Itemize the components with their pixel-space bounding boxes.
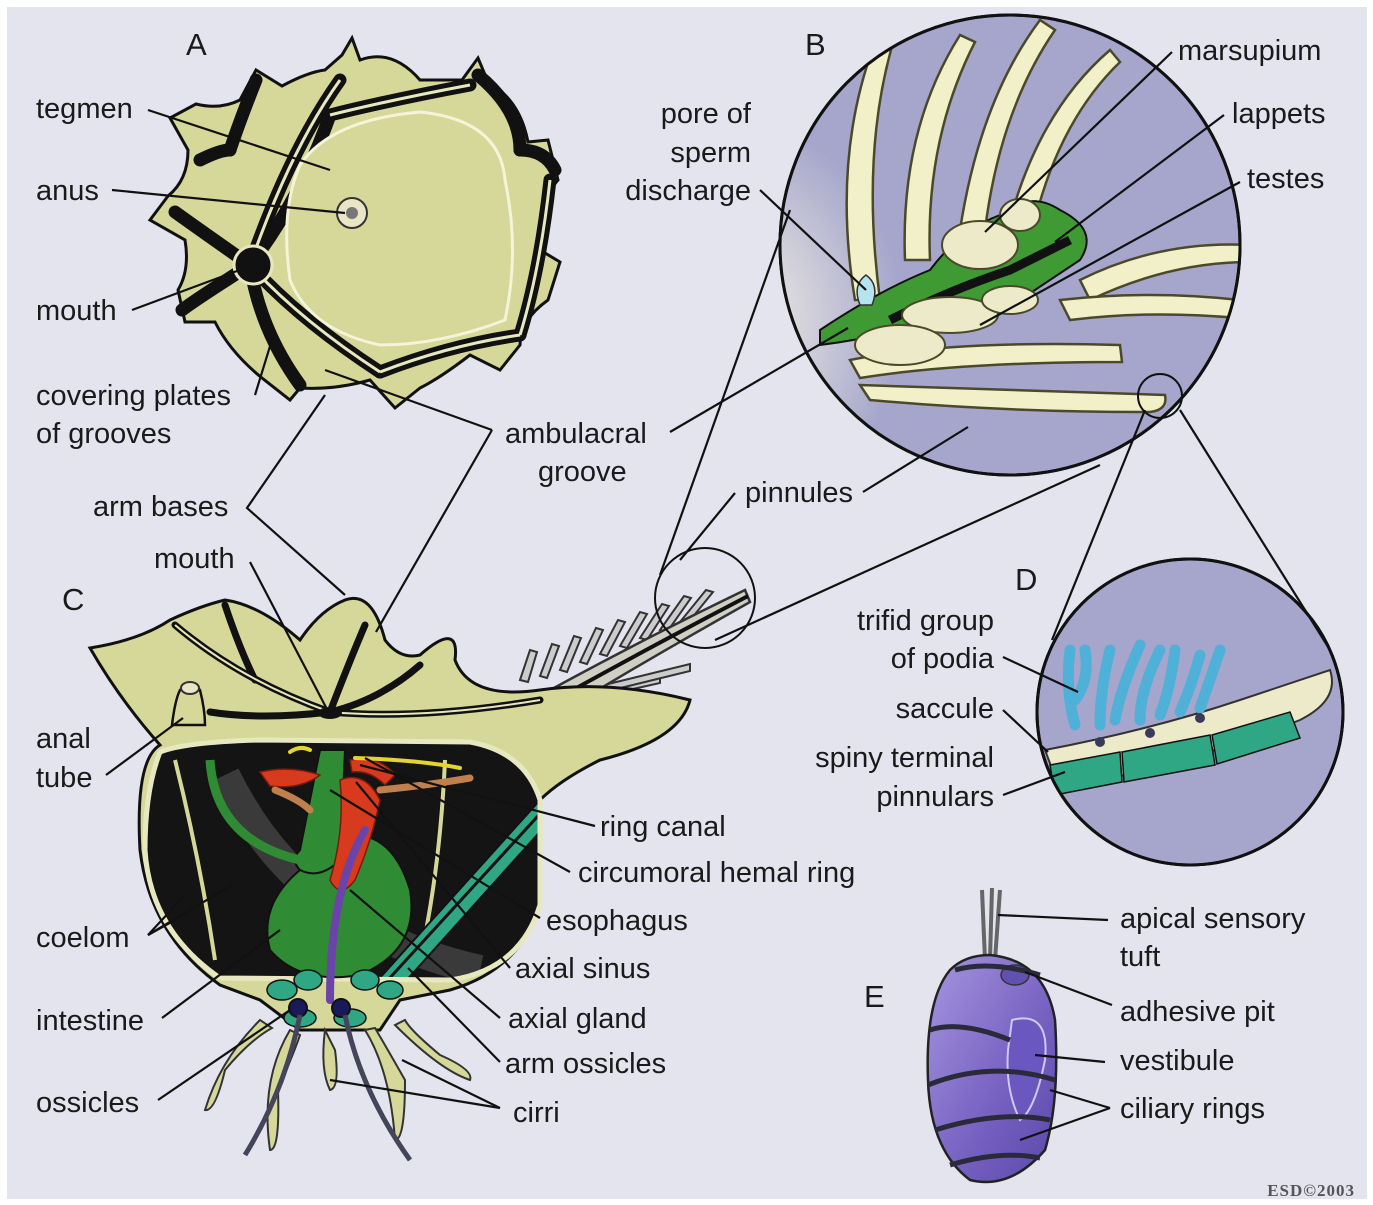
label-trifid-2: of podia: [891, 643, 995, 675]
mouth-drawing: [234, 246, 272, 284]
label-hemal-ring: circumoral hemal ring: [578, 857, 855, 889]
tegmen-plate: [287, 112, 513, 345]
label-saccule: saccule: [896, 693, 994, 725]
label-arm-bases: arm bases: [93, 491, 228, 523]
label-spiny-1: spiny terminal: [815, 742, 994, 774]
label-anus: anus: [36, 175, 99, 207]
label-intestine: intestine: [36, 1005, 144, 1037]
label-marsupium: marsupium: [1178, 35, 1321, 67]
label-coelom: coelom: [36, 922, 130, 954]
label-axial-sinus: axial sinus: [515, 953, 650, 985]
panel-letter-a: A: [186, 27, 207, 62]
label-ossicles: ossicles: [36, 1087, 139, 1119]
label-pore-1: pore of: [661, 98, 752, 130]
label-tegmen: tegmen: [36, 93, 133, 125]
label-cirri: cirri: [513, 1097, 560, 1129]
anus-opening: [346, 207, 358, 219]
label-pinnules: pinnules: [745, 477, 853, 509]
label-ring-canal: ring canal: [600, 811, 726, 843]
label-covering-2: of grooves: [36, 418, 171, 450]
label-spiny-2: pinnulars: [876, 781, 994, 813]
panel-letter-c: C: [62, 582, 84, 617]
panel-letter-b: B: [805, 27, 826, 62]
label-pore-3: discharge: [625, 175, 751, 207]
label-pore-2: sperm: [670, 137, 751, 169]
label-esophagus: esophagus: [546, 905, 688, 937]
label-covering-1: covering plates: [36, 380, 231, 412]
copyright-text: ESD©2003: [1267, 1181, 1355, 1200]
label-apical-1: apical sensory: [1120, 903, 1306, 935]
label-vestibule: vestibule: [1120, 1045, 1234, 1077]
label-anal-1: anal: [36, 723, 91, 755]
label-arm-ossicles: arm ossicles: [505, 1048, 666, 1080]
panel-letter-d: D: [1015, 562, 1037, 597]
label-anal-2: tube: [36, 762, 92, 794]
label-ambulacral-2: groove: [538, 456, 627, 488]
label-axial-gland: axial gland: [508, 1003, 647, 1035]
label-ciliary-rings: ciliary rings: [1120, 1093, 1265, 1125]
label-mouth-c: mouth: [154, 543, 235, 575]
label-trifid-1: trifid group: [857, 605, 994, 637]
label-mouth-a: mouth: [36, 295, 117, 327]
label-testes: testes: [1247, 163, 1324, 195]
label-ambulacral-1: ambulacral: [505, 418, 647, 450]
label-lappets: lappets: [1232, 98, 1326, 130]
panel-letter-e: E: [864, 979, 885, 1014]
label-adhesive-pit: adhesive pit: [1120, 996, 1275, 1028]
label-apical-2: tuft: [1120, 941, 1160, 973]
